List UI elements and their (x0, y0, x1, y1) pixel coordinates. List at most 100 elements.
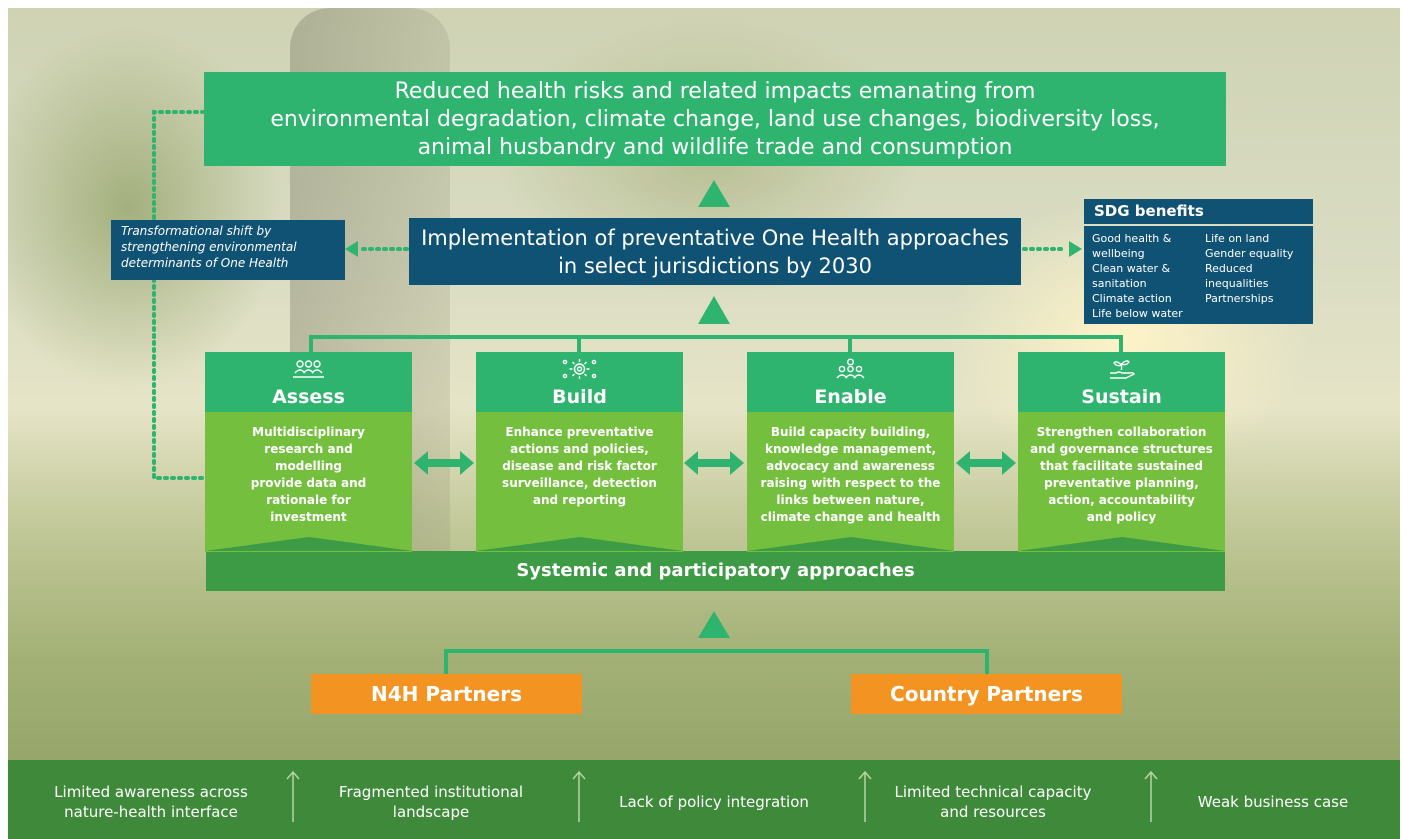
double-arrow-build-enable (684, 451, 744, 475)
n4h-partners-box: N4H Partners (311, 674, 582, 714)
team-icon (836, 358, 865, 379)
pillar-text-line: disease and risk factor (502, 459, 657, 473)
pillar-text-line: raising with respect to the (760, 476, 941, 490)
goal-line-1: Reduced health risks and related impacts… (394, 79, 1036, 104)
hand-plant-icon (1110, 360, 1135, 379)
up-arrow-separator-icon (286, 770, 300, 822)
sdg-item: wellbeing (1092, 247, 1145, 260)
pillar-text-line: research and (264, 442, 353, 456)
people-group-icon (293, 360, 324, 378)
up-arrow-separator-icon (572, 770, 586, 822)
barrier-text: and resources (940, 803, 1046, 821)
up-arrow-goal (698, 180, 730, 207)
pillar-header: Enable (747, 352, 954, 412)
double-arrow-enable-sustain (956, 451, 1016, 475)
pillar-text-line: modelling (275, 459, 342, 473)
barrier-separators (286, 770, 1158, 822)
systemic-approaches-label: Systemic and participatory approaches (516, 560, 915, 581)
pillar-header: Sustain (1018, 352, 1225, 412)
pillar-text-line: Build capacity building, (770, 425, 931, 439)
pillar-text-line: climate change and health (760, 510, 941, 524)
pillar-title: Enable (814, 386, 887, 408)
pillar-header: Assess (205, 352, 412, 412)
sdg-item: Gender equality (1205, 247, 1294, 260)
up-arrow-separator-icon (1144, 770, 1158, 822)
pillar-text-line: Multidisciplinary (252, 425, 365, 439)
dotted-right-arrowhead (1069, 241, 1082, 257)
goal-line-3: animal husbandry and wildlife trade and … (417, 135, 1013, 160)
barrier-text: Fragmented institutional (338, 783, 524, 801)
barrier-business-case: Weak business case (1173, 792, 1373, 812)
pillar-text-line: rationale for (266, 493, 351, 507)
barriers-bar: Limited awareness across nature-health i… (8, 760, 1400, 839)
pillar-text-line: and policy (1086, 510, 1157, 524)
network-gear-icon (562, 359, 597, 379)
barrier-technical: Limited technical capacity and resources (888, 782, 1098, 822)
sdg-item: Partnerships (1205, 292, 1274, 305)
pillar-header: Build (476, 352, 683, 412)
pillar-text-line: and governance structures (1030, 442, 1213, 456)
pillar-text-line: actions and policies, (510, 442, 649, 456)
implementation-line-1: Implementation of preventative One Healt… (421, 226, 1009, 250)
double-arrow-assess-build (414, 451, 474, 475)
goal-box: Reduced health risks and related impacts… (204, 72, 1226, 166)
goal-line-2: environmental degradation, climate chang… (270, 107, 1160, 132)
pillar-text-line: Strengthen collaboration (1036, 425, 1207, 439)
transformational-shift-box: Transformational shift by strengthening … (111, 220, 345, 280)
sdg-item: sanitation (1092, 277, 1147, 290)
pillar-text-line: surveillance, detection (502, 476, 657, 490)
pillar-bracket (309, 335, 1123, 352)
dotted-left-arrowhead (345, 241, 358, 257)
pillar-text-line: advocacy and awareness (766, 459, 935, 473)
barrier-text: nature-health interface (64, 803, 238, 821)
country-partners-box: Country Partners (851, 674, 1122, 714)
sdg-item: Clean water & (1092, 262, 1171, 275)
pillar-body: Strengthen collaboration and governance … (1018, 412, 1225, 552)
implementation-line-2: in select jurisdictions by 2030 (558, 254, 872, 278)
pillar-body: Multidisciplinary research and modelling… (205, 412, 412, 552)
sdg-item: inequalities (1205, 277, 1269, 290)
barrier-text: landscape (392, 803, 470, 821)
pillar-text-line: investment (270, 510, 347, 524)
sdg-column-2: Life on land Gender equality Reduced ine… (1205, 231, 1293, 306)
sdg-item: Life on land (1205, 232, 1270, 245)
sdg-item: Climate action (1092, 292, 1172, 305)
sdg-benefits-title: SDG benefits (1084, 199, 1313, 224)
sdg-item: Good health & (1092, 232, 1172, 245)
dotted-feedback-line (152, 110, 206, 480)
pillar-body: Build capacity building, knowledge manag… (747, 412, 954, 552)
sdg-item: Life below water (1092, 307, 1183, 320)
up-arrow-separator-icon (858, 770, 872, 822)
barrier-text: Limited technical capacity (894, 783, 1092, 801)
shift-line-2: strengthening environmental (121, 240, 297, 254)
up-arrow-impl (698, 296, 730, 324)
shift-line-3: determinants of One Health (121, 256, 289, 270)
sdg-benefits-list: Good health & wellbeing Clean water & sa… (1084, 226, 1313, 324)
pillar-text-line: knowledge management, (764, 442, 937, 456)
barrier-text: Weak business case (1197, 793, 1349, 811)
implementation-box: Implementation of preventative One Healt… (409, 218, 1021, 285)
barrier-text: Lack of policy integration (619, 793, 809, 811)
pillar-text-line: provide data and (250, 476, 367, 490)
pillar-title: Sustain (1081, 386, 1162, 408)
barrier-institutional: Fragmented institutional landscape (326, 782, 536, 822)
up-arrow-systemic (698, 611, 730, 638)
systemic-approaches-band: Systemic and participatory approaches (206, 551, 1225, 591)
barrier-text: Limited awareness across (54, 783, 248, 801)
pillar-text-line: links between nature, (776, 493, 925, 507)
sdg-column-1: Good health & wellbeing Clean water & sa… (1092, 231, 1183, 321)
pillar-text-line: that facilitate sustained (1040, 459, 1203, 473)
pillar-body: Enhance preventative actions and policie… (476, 412, 683, 552)
sdg-item: Reduced (1205, 262, 1253, 275)
pillar-text-line: and reporting (532, 493, 627, 507)
barrier-policy: Lack of policy integration (604, 792, 824, 812)
pillar-text-line: action, accountability (1048, 493, 1195, 507)
barrier-awareness: Limited awareness across nature-health i… (36, 782, 266, 822)
pillar-title: Assess (272, 386, 345, 408)
pillar-title: Build (552, 386, 607, 408)
pillar-text-line: Enhance preventative (505, 425, 654, 439)
pillar-text-line: preventative planning, (1044, 476, 1199, 490)
partner-bracket (444, 649, 989, 674)
shift-line-1: Transformational shift by (121, 224, 272, 238)
